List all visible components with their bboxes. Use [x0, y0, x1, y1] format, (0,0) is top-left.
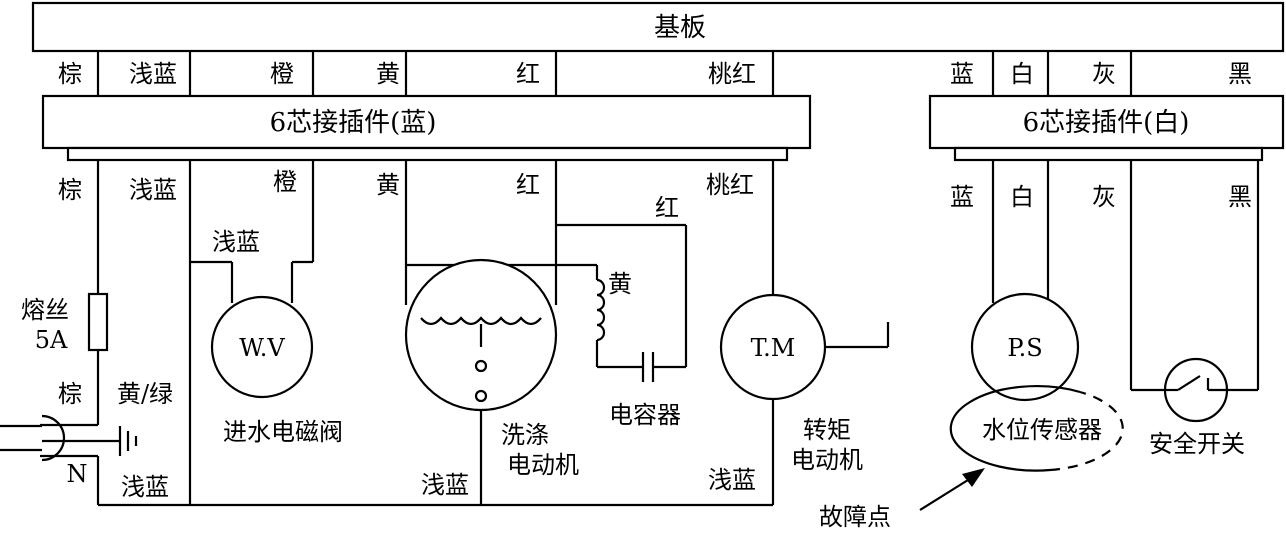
fuse: 熔丝 5A — [21, 292, 109, 354]
upper-wire-label-white: 白 — [1010, 60, 1034, 88]
upper-wire-label-blue: 蓝 — [950, 60, 974, 88]
lower-wire-label-white: 白 — [1010, 183, 1034, 211]
upper-wire-label-orange: 橙 — [270, 60, 294, 88]
wash-motor-winding-wire-label: 黄 — [608, 270, 632, 298]
power-plug — [0, 414, 120, 462]
base-board-label: 基板 — [654, 13, 706, 43]
lower-wire-label-black: 黑 — [1228, 183, 1252, 211]
upper-wire-labels: 棕 浅蓝 橙 黄 红 桃红 蓝 白 灰 黑 — [58, 60, 1252, 88]
lower-wire-label-red: 红 — [516, 171, 540, 199]
inlet-valve-wire-label: 浅蓝 — [212, 228, 260, 256]
connector-blue: 6芯接插件(蓝) — [41, 94, 812, 162]
lower-wire-label-grey: 灰 — [1092, 183, 1116, 211]
capacitor: 电容器 — [609, 352, 681, 429]
upper-wire-label-pink: 桃红 — [708, 60, 756, 88]
lower-wire-label-lightblue: 浅蓝 — [129, 176, 177, 204]
torque-motor-label-line1: 转矩 — [803, 416, 851, 444]
fault-point-label: 故障点 — [819, 503, 891, 531]
fault-marker — [949, 385, 1124, 472]
safety-switch: 安全开关 — [1149, 357, 1245, 458]
upper-wire-label-red: 红 — [516, 60, 540, 88]
lower-wire-label-pink: 桃红 — [706, 171, 754, 199]
wash-motor-label-line2: 电动机 — [507, 451, 579, 479]
plug-labels: 棕 黄/绿 N 浅蓝 — [58, 380, 173, 501]
lower-wire-label-brown: 棕 — [58, 176, 82, 204]
base-board: 基板 — [31, 1, 1285, 53]
neutral-label: N — [67, 460, 88, 488]
lower-wire-label-blue: 蓝 — [950, 183, 974, 211]
upper-wire-label-brown: 棕 — [58, 60, 82, 88]
torque-motor: T.M 转矩 电动机 浅蓝 — [708, 293, 863, 494]
wash-motor-cap-wire-label: 红 — [655, 194, 679, 222]
torque-motor-label-line2: 电动机 — [791, 446, 863, 474]
upper-wire-dividers — [96, 51, 1133, 96]
torque-motor-symbol: T.M — [751, 334, 796, 362]
fuse-label: 熔丝 — [21, 296, 69, 324]
lower-wire-label-orange: 橙 — [273, 168, 297, 196]
wash-motor-label-line1: 洗涤 — [501, 421, 549, 449]
upper-wire-label-grey: 灰 — [1092, 60, 1116, 88]
ground-label: 黄/绿 — [117, 380, 173, 408]
wash-motor: 洗涤 电动机 浅蓝 黄 红 — [404, 194, 679, 499]
ground-symbol-icon — [118, 426, 138, 456]
torque-motor-wire-label: 浅蓝 — [708, 466, 756, 494]
wash-motor-wire-label: 浅蓝 — [421, 471, 469, 499]
fault-arrow-icon — [919, 468, 985, 511]
capacitor-label: 电容器 — [609, 401, 681, 429]
neutral-color-label: 浅蓝 — [121, 473, 169, 501]
connector-white: 6芯接插件(白) — [928, 94, 1285, 162]
upper-wire-label-black: 黑 — [1228, 60, 1252, 88]
connector-white-label: 6芯接插件(白) — [1023, 108, 1190, 138]
inductor-coil-icon — [596, 278, 606, 342]
upper-wire-label-yellow: 黄 — [376, 60, 400, 88]
water-level-sensor-label: 水位传感器 — [982, 416, 1102, 444]
inlet-valve-symbol: W.V — [239, 334, 285, 362]
fuse-rating: 5A — [35, 326, 68, 354]
inlet-valve: W.V 进水电磁阀 浅蓝 — [210, 228, 343, 446]
plug-brown-label: 棕 — [58, 380, 82, 408]
circuit-wires-right — [991, 160, 1260, 392]
pressure-switch-symbol: P.S — [1007, 334, 1042, 362]
pressure-switch: P.S 水位传感器 — [970, 292, 1102, 444]
lower-wire-labels: 棕 浅蓝 橙 黄 红 桃红 蓝 白 灰 黑 — [58, 168, 1252, 211]
inlet-valve-label: 进水电磁阀 — [223, 418, 343, 446]
connector-blue-label: 6芯接插件(蓝) — [270, 108, 437, 138]
lower-wire-label-yellow: 黄 — [376, 171, 400, 199]
upper-wire-label-lightblue: 浅蓝 — [129, 60, 177, 88]
safety-switch-label: 安全开关 — [1149, 430, 1245, 458]
